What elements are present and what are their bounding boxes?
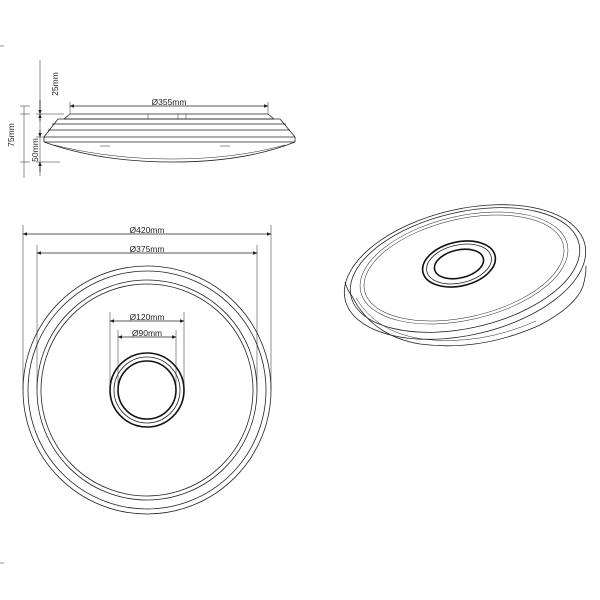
plan-view: Ø420mm Ø375mm Ø120mm Ø90mm bbox=[22, 225, 272, 515]
height-top-label: 25mm bbox=[50, 72, 60, 96]
height-total-label: 75mm bbox=[6, 123, 16, 147]
side-view: Ø355mm 25mm 75mm 50mm bbox=[6, 60, 296, 178]
inner-diameter-label: Ø375mm bbox=[130, 244, 165, 254]
height-bottom-label: 50mm bbox=[30, 138, 40, 162]
ring-outer-diameter-label: Ø120mm bbox=[130, 312, 165, 322]
ring-inner-diameter-label: Ø90mm bbox=[132, 328, 162, 338]
perspective-view bbox=[343, 204, 587, 347]
outer-diameter-label: Ø420mm bbox=[130, 225, 165, 235]
width-label: Ø355mm bbox=[152, 97, 187, 107]
